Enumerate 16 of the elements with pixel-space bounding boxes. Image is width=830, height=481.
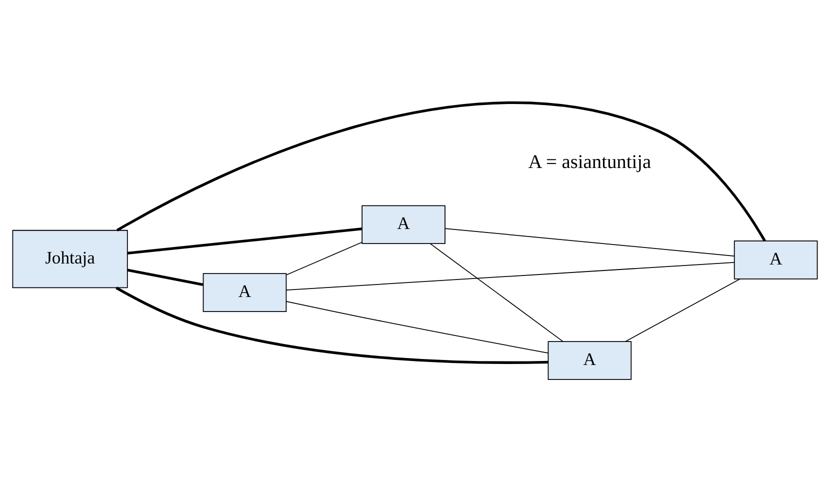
node-box: A [362,204,446,244]
connector [444,228,735,256]
label: A = asiantuntija [528,151,652,172]
node-box: A [548,340,632,380]
node-box: A [734,240,818,279]
connector [625,278,740,342]
connector [286,241,362,275]
node-box: Johtaja [12,229,128,288]
connector [127,268,204,286]
connector [286,262,735,290]
connector [127,227,362,254]
connector [116,101,766,242]
connector [430,242,564,342]
connector [116,286,548,364]
connector [286,300,549,353]
node-box: A [202,272,287,312]
